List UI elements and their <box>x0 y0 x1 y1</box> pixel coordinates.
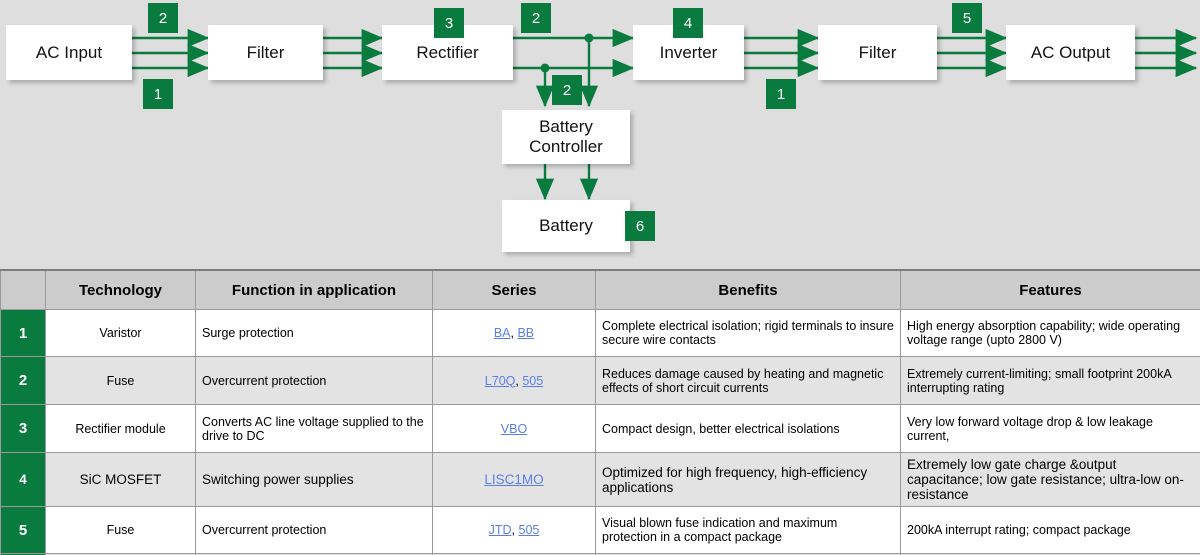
cell-technology: Rectifier module <box>45 404 196 453</box>
badge-filter-output[interactable]: 5 <box>952 3 982 33</box>
row-number: 3 <box>0 404 46 453</box>
cell-series[interactable]: BA, BB <box>432 309 596 357</box>
cell-technology: Varistor <box>45 309 196 357</box>
badge-rectifier[interactable]: 3 <box>434 8 464 38</box>
badge-inverter-out-label: 1 <box>776 85 786 103</box>
cell-function: Overcurrent protection <box>195 506 433 554</box>
badge-ac-input-bottom-label: 1 <box>153 85 163 103</box>
series-link[interactable]: VBO <box>500 421 528 436</box>
cell-series[interactable]: L70Q, 505 <box>432 356 596 405</box>
series-link[interactable]: 505 <box>522 373 544 388</box>
col-header-series: Series <box>432 269 596 310</box>
block-filter-input[interactable]: Filter <box>208 25 323 80</box>
cell-features: Extremely low gate charge &output capaci… <box>900 452 1200 507</box>
table-row: 6 Temp sensor Temperature monitoring Tem… <box>0 553 1200 555</box>
series-link[interactable]: JTD <box>488 523 512 537</box>
series-link[interactable]: 505 <box>518 523 540 537</box>
badge-ac-input-top[interactable]: 2 <box>148 3 178 33</box>
row-number: 1 <box>0 309 46 357</box>
col-header-num <box>0 269 46 310</box>
badge-battery-branch[interactable]: 2 <box>552 75 582 105</box>
block-battery[interactable]: Battery <box>502 200 630 252</box>
table-row: 4 SiC MOSFET Switching power supplies LI… <box>0 452 1200 507</box>
badge-ac-input-bottom[interactable]: 1 <box>143 79 173 109</box>
cell-benefits: Reduces damage caused by heating and mag… <box>595 356 901 405</box>
components-table-wrap: Technology Function in application Serie… <box>0 269 1200 555</box>
table-row: 5 Fuse Overcurrent protection JTD, 505 V… <box>0 506 1200 554</box>
cell-features: Very low forward voltage drop & low leak… <box>900 404 1200 453</box>
cell-features: High energy absorption capability; wide … <box>900 309 1200 357</box>
components-table: Technology Function in application Serie… <box>0 269 1200 555</box>
table-row: 2 Fuse Overcurrent protection L70Q, 505 … <box>0 356 1200 405</box>
block-inverter-label: Inverter <box>659 42 718 62</box>
badge-battery-label: 6 <box>635 217 645 235</box>
cell-technology: Fuse <box>45 506 196 554</box>
col-header-function: Function in application <box>195 269 433 310</box>
block-filter-output-label: Filter <box>858 42 897 62</box>
cell-benefits: Optimized for high frequency, high-effic… <box>595 452 901 507</box>
badge-dc-bus[interactable]: 2 <box>521 3 551 33</box>
row-number: 4 <box>0 452 46 507</box>
cell-function: Surge protection <box>195 309 433 357</box>
badge-battery[interactable]: 6 <box>625 211 655 241</box>
block-filter-output[interactable]: Filter <box>818 25 937 80</box>
badge-filter-output-label: 5 <box>962 9 972 27</box>
cell-series[interactable]: VBO <box>432 404 596 453</box>
cell-features: 200kA interrupt rating; compact package <box>900 506 1200 554</box>
cell-function: Converts AC line voltage supplied to the… <box>195 404 433 453</box>
badge-inverter[interactable]: 4 <box>673 8 703 38</box>
badge-inverter-out[interactable]: 1 <box>766 79 796 109</box>
table-header-row: Technology Function in application Serie… <box>0 269 1200 310</box>
block-ac-input-label: AC Input <box>35 42 103 62</box>
series-link[interactable]: L70Q <box>484 373 516 388</box>
block-filter-input-label: Filter <box>246 42 285 62</box>
row-number: 2 <box>0 356 46 405</box>
series-link[interactable]: BB <box>517 326 535 340</box>
col-header-technology: Technology <box>45 269 196 310</box>
cell-function: Overcurrent protection <box>195 356 433 405</box>
badge-battery-branch-label: 2 <box>562 81 572 99</box>
cell-series[interactable]: JTD, 505 <box>432 506 596 554</box>
series-link[interactable]: LISC1MO <box>484 472 544 487</box>
badge-inverter-label: 4 <box>683 14 693 32</box>
block-battery-label: Battery <box>539 216 593 236</box>
series-separator: , <box>515 373 523 388</box>
block-ac-output[interactable]: AC Output <box>1006 25 1135 80</box>
block-battery-controller-label: Battery Controller <box>529 117 603 156</box>
block-ac-input[interactable]: AC Input <box>6 25 132 80</box>
cell-function: Switching power supplies <box>195 452 433 507</box>
cell-technology: SiC MOSFET <box>45 452 196 507</box>
cell-benefits: Complete electrical isolation; rigid ter… <box>595 309 901 357</box>
series-separator: , <box>511 523 519 537</box>
row-number: 5 <box>0 506 46 554</box>
badge-rectifier-label: 3 <box>444 14 454 32</box>
block-battery-controller[interactable]: Battery Controller <box>502 110 630 164</box>
block-diagram: AC Input Filter Rectifier Inverter Filte… <box>0 0 1200 269</box>
table-row: 3 Rectifier module Converts AC line volt… <box>0 404 1200 453</box>
block-ac-output-label: AC Output <box>1030 42 1111 62</box>
block-rectifier-label: Rectifier <box>416 42 479 62</box>
cell-benefits: Visual blown fuse indication and maximum… <box>595 506 901 554</box>
table-row: 1 Varistor Surge protection BA, BB Compl… <box>0 309 1200 357</box>
cell-features: Extremely current-limiting; small footpr… <box>900 356 1200 405</box>
series-separator: , <box>510 326 518 340</box>
diagram-connections <box>132 28 1198 201</box>
cell-technology: Fuse <box>45 356 196 405</box>
badge-ac-input-top-label: 2 <box>158 9 168 27</box>
col-header-features: Features <box>900 269 1200 310</box>
cell-benefits: Compact design, better electrical isolat… <box>595 404 901 453</box>
series-link[interactable]: BA <box>493 326 511 340</box>
cell-series[interactable]: LISC1MO <box>432 452 596 507</box>
col-header-benefits: Benefits <box>595 269 901 310</box>
badge-dc-bus-label: 2 <box>531 9 541 27</box>
